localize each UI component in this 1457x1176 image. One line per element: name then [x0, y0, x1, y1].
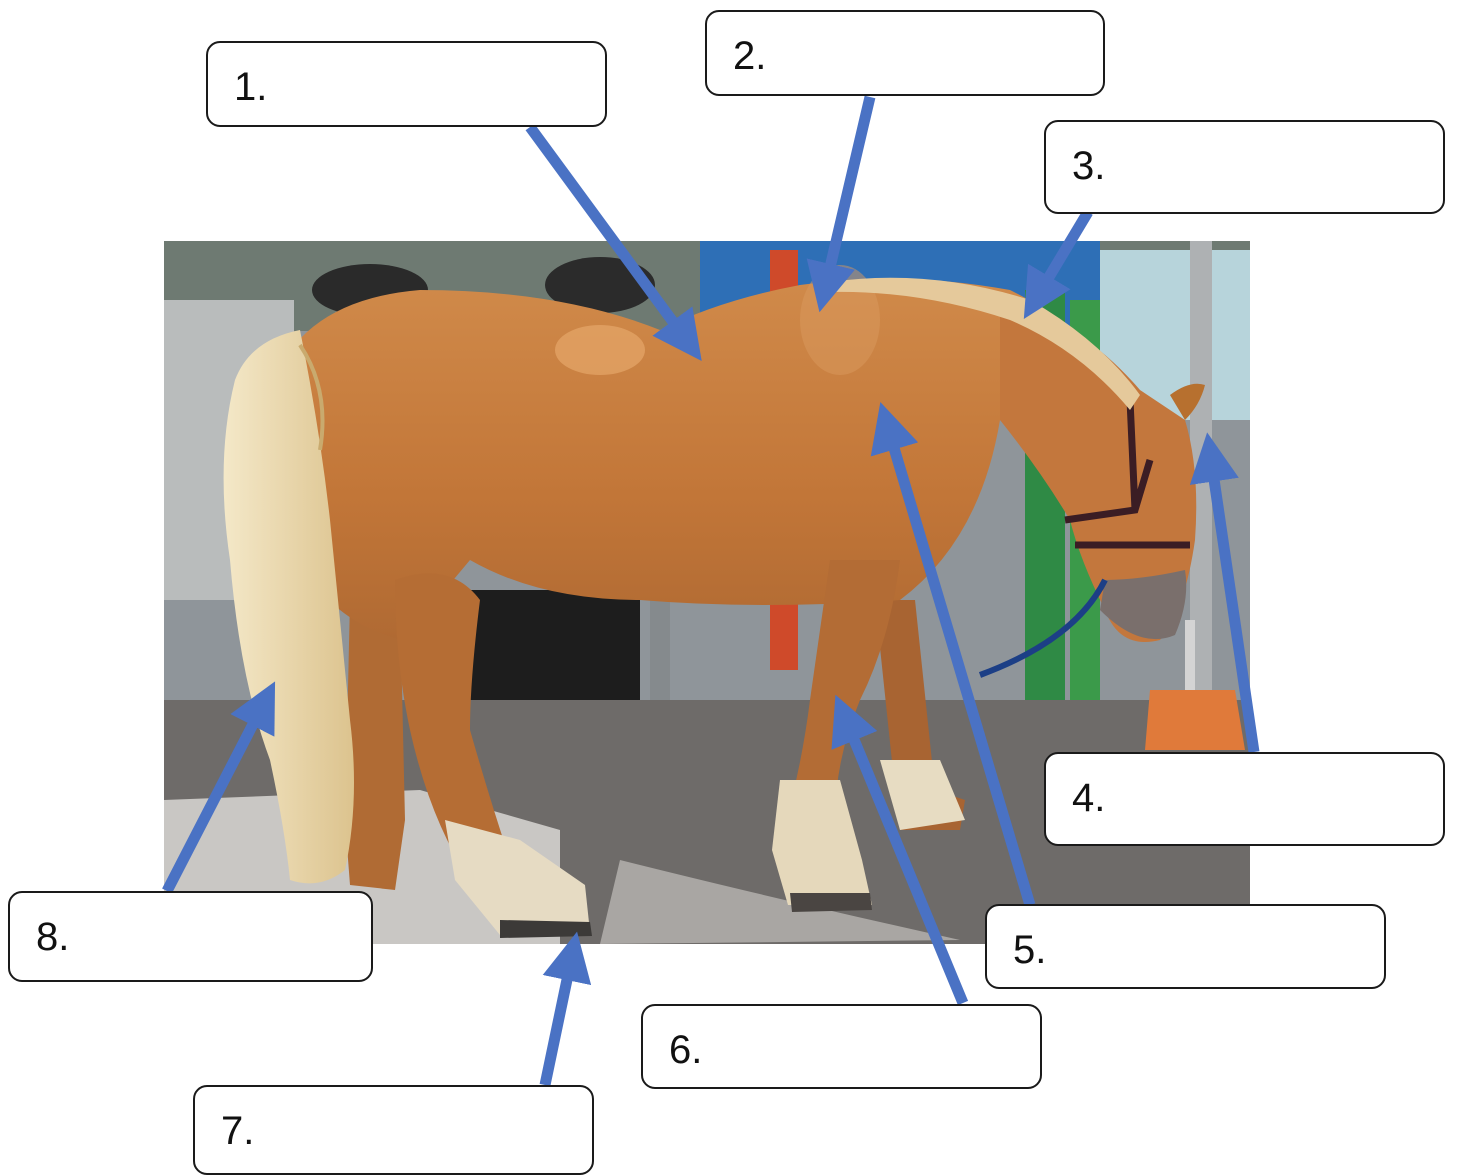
label-box-6[interactable]: 6. [641, 1004, 1042, 1089]
label-number-6: 6. [669, 1030, 702, 1070]
label-number-8: 8. [36, 917, 69, 957]
label-number-3: 3. [1072, 146, 1105, 186]
label-number-4: 4. [1072, 778, 1105, 818]
label-box-5[interactable]: 5. [985, 904, 1386, 989]
arrow-7 [545, 951, 573, 1085]
label-box-8[interactable]: 8. [8, 891, 373, 982]
label-number-1: 1. [234, 67, 267, 107]
label-box-7[interactable]: 7. [193, 1085, 594, 1175]
label-number-5: 5. [1013, 930, 1046, 970]
label-box-2[interactable]: 2. [705, 10, 1105, 96]
label-box-3[interactable]: 3. [1044, 120, 1445, 214]
label-number-2: 2. [733, 36, 766, 76]
label-box-1[interactable]: 1. [206, 41, 607, 127]
label-number-7: 7. [221, 1111, 254, 1151]
label-box-4[interactable]: 4. [1044, 752, 1445, 846]
